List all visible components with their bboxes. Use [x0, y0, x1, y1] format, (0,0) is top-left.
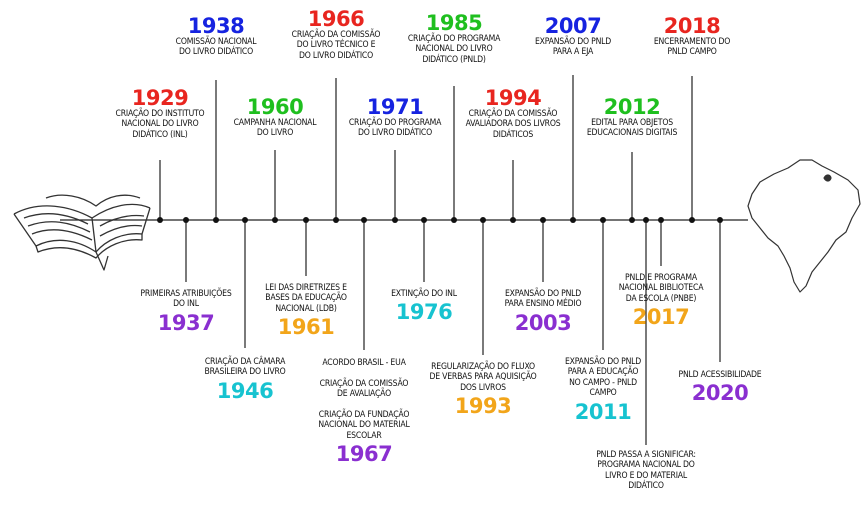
event-1929: 1929Criação do Instituto Nacional do Liv… — [112, 87, 208, 140]
event-1994: 1994Criação da Comissão Avaliadora dos L… — [460, 87, 566, 140]
timeline-dot-2017b — [643, 217, 649, 223]
timeline-dot-1946 — [242, 217, 248, 223]
event-description: Edital para objetos educacionais digitai… — [586, 118, 678, 139]
event-1971: 1971Criação do Programa do Livro Didátic… — [347, 96, 443, 139]
event-year: 2007 — [544, 14, 602, 38]
event-2007: 2007Expansão do PNLD para a EJA — [531, 15, 615, 58]
event-description: PNLD Acessibilidade — [678, 370, 762, 380]
event-2017b: PNLD passa a significar: Programa Nacion… — [586, 450, 706, 492]
timeline-dot-1938 — [213, 217, 219, 223]
timeline-dot-1966 — [333, 217, 339, 223]
event-2011: Expansão do PNLD para a Educação no Camp… — [555, 357, 651, 423]
event-year: 1971 — [366, 95, 424, 119]
event-description: Encerramento do PNLD Campo — [653, 37, 731, 58]
event-year: 1937 — [157, 310, 215, 335]
event-1966: 1966Criação da Comissão do Livro Técnico… — [288, 8, 384, 61]
event-year: 2017 — [632, 305, 690, 330]
event-year: 1985 — [425, 11, 483, 35]
timeline-dot-2011 — [600, 217, 606, 223]
event-description: Criação da Comissão do Livro Técnico e d… — [291, 30, 381, 61]
event-description: Regularização do fluxo de verbas para aq… — [429, 362, 537, 393]
event-description: PNLD e Programa Nacional Biblioteca da E… — [618, 273, 704, 304]
open-book-icon — [13, 194, 151, 271]
event-description: Criação do Programa do Livro Didático — [348, 118, 442, 139]
event-description: Criação do Programa Nacional do Livro Di… — [407, 34, 501, 65]
event-2020: PNLD Acessibilidade2020 — [670, 370, 770, 404]
event-description: Criação da Câmara Brasileira do Livro — [204, 357, 286, 378]
timeline-dot-2020 — [717, 217, 723, 223]
event-year: 2018 — [663, 14, 721, 38]
event-description: Extinção do INL — [391, 289, 457, 299]
timeline-dot-1993 — [480, 217, 486, 223]
event-year: 1961 — [277, 315, 335, 340]
event-2012: 2012Edital para objetos educacionais dig… — [578, 96, 686, 139]
event-description: Expansão do PNLD para a Educação no Camp… — [564, 357, 642, 399]
event-description: Expansão do PNLD para Ensino Médio — [504, 289, 582, 310]
timeline-dot-1994 — [510, 217, 516, 223]
event-year: 1929 — [131, 86, 189, 110]
brazil-map-icon — [747, 159, 861, 293]
event-2003: Expansão do PNLD para Ensino Médio2003 — [495, 289, 591, 334]
event-year: 2003 — [514, 310, 572, 335]
event-description: PNLD passa a significar: Programa Nacion… — [596, 450, 696, 492]
event-year: 1960 — [246, 95, 304, 119]
event-description: Acordo Brasil - EUA Criação da Comissão … — [318, 358, 410, 441]
timeline-dot-2012 — [629, 217, 635, 223]
event-year: 1967 — [335, 442, 393, 467]
event-description: Campanha Nacional do Livro — [233, 118, 317, 139]
event-year: 1993 — [454, 394, 512, 419]
event-year: 1966 — [307, 7, 365, 31]
event-description: Criação da Comissão Avaliadora dos Livro… — [465, 109, 561, 140]
timeline-dot-2003 — [540, 217, 546, 223]
timeline-dot-2018 — [689, 217, 695, 223]
event-description: Comissão Nacional do Livro Didático — [175, 37, 257, 58]
timeline-ticks — [157, 75, 723, 445]
timeline-dot-1967 — [361, 217, 367, 223]
timeline-dot-1937 — [183, 217, 189, 223]
timeline-dot-1960 — [272, 217, 278, 223]
event-description: Lei das Diretrizes e Bases da Educação N… — [265, 283, 347, 314]
event-year: 2011 — [574, 399, 632, 424]
event-year: 1946 — [216, 378, 274, 403]
timeline-dot-1971 — [392, 217, 398, 223]
event-1993: Regularização do fluxo de verbas para aq… — [421, 362, 545, 417]
event-year: 2012 — [603, 95, 661, 119]
timeline-dot-1976 — [421, 217, 427, 223]
event-1946: Criação da Câmara Brasileira do Livro194… — [197, 357, 293, 402]
event-1985: 1985Criação do Programa Nacional do Livr… — [406, 12, 502, 65]
event-1967: Acordo Brasil - EUA Criação da Comissão … — [312, 358, 416, 465]
event-2017: PNLD e Programa Nacional Biblioteca da E… — [609, 273, 713, 328]
event-1961: Lei das Diretrizes e Bases da Educação N… — [256, 283, 356, 338]
event-year: 2020 — [691, 381, 749, 406]
event-description: Primeiras atribuições do INL — [140, 289, 232, 310]
event-description: Criação do Instituto Nacional do Livro D… — [115, 109, 205, 140]
timeline-dot-1929 — [157, 217, 163, 223]
timeline-dot-1961 — [303, 217, 309, 223]
event-2018: 2018Encerramento do PNLD Campo — [650, 15, 734, 58]
timeline-dot-1985 — [451, 217, 457, 223]
event-year: 1938 — [187, 14, 245, 38]
event-year: 1994 — [484, 86, 542, 110]
event-year: 1976 — [395, 300, 453, 325]
event-description: Expansão do PNLD para a EJA — [534, 37, 612, 58]
event-1960: 1960Campanha Nacional do Livro — [230, 96, 320, 139]
timeline-dot-2017 — [658, 217, 664, 223]
event-1938: 1938Comissão Nacional do Livro Didático — [171, 15, 261, 58]
timeline-dot-2007 — [570, 217, 576, 223]
